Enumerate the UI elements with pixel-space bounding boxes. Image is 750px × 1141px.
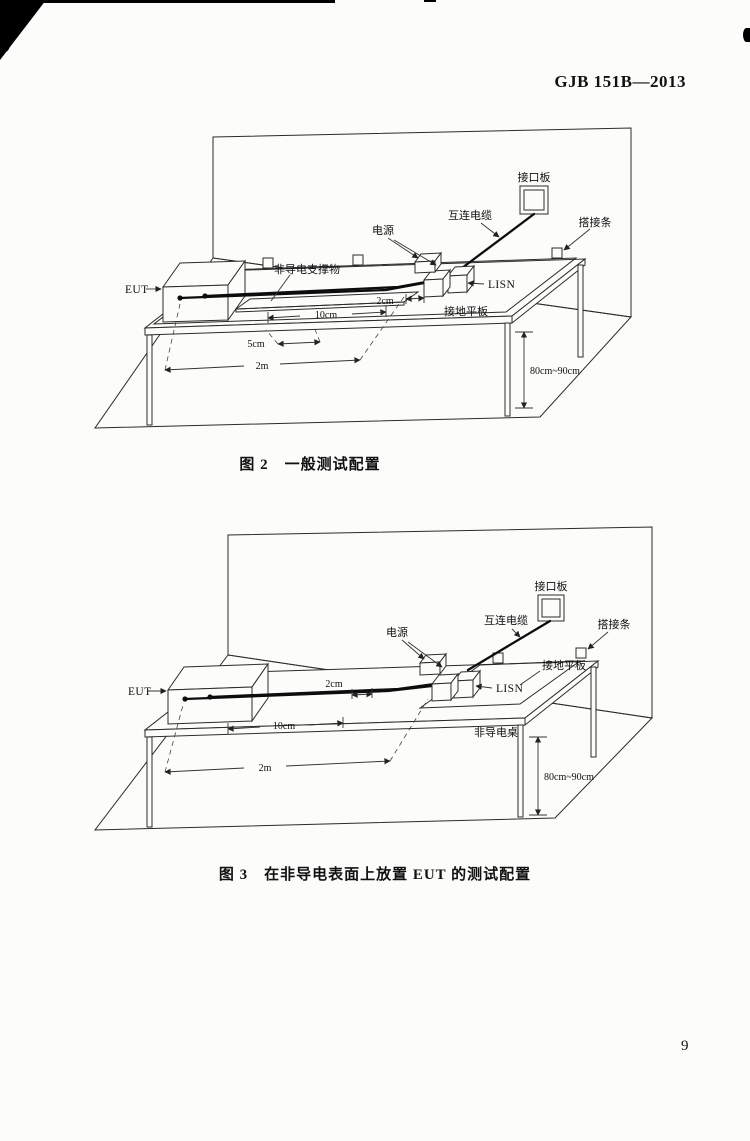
dim-2m: 2m bbox=[164, 698, 429, 775]
figure3-diagram: 2cm 10cm 2m 80cm~90cm EUT 电源 互连电缆 接口板 搭接… bbox=[93, 526, 654, 831]
non-conductive-support bbox=[234, 291, 420, 313]
dim-2cm: 2cm bbox=[376, 293, 425, 307]
dim-10cm-label: 10cm bbox=[315, 310, 337, 321]
power-leader bbox=[387, 237, 419, 259]
lisn-leader-arrow bbox=[467, 280, 485, 287]
interconnect-label: 互连电缆 bbox=[448, 209, 492, 222]
power-source-box bbox=[413, 251, 443, 274]
dim-2cm-label: 2cm bbox=[325, 679, 342, 690]
dim-height: 80cm~90cm bbox=[515, 331, 580, 409]
dim-height-label: 80cm~90cm bbox=[530, 366, 580, 377]
interface-board-label: 接口板 bbox=[518, 170, 551, 184]
lisn-label: LISN bbox=[496, 683, 523, 695]
dim-10cm: 10cm bbox=[267, 306, 387, 323]
page-number: 9 bbox=[681, 1038, 689, 1054]
dim-5cm: 5cm bbox=[247, 326, 321, 350]
scan-artifact-top-mark bbox=[424, 0, 436, 2]
lisn-leader-arrow bbox=[475, 683, 493, 690]
interface-board bbox=[537, 594, 565, 622]
power-label: 电源 bbox=[372, 223, 394, 237]
dim-2m-label: 2m bbox=[259, 763, 272, 774]
lisn-boxes bbox=[430, 669, 482, 702]
support-leader bbox=[270, 274, 291, 302]
dim-2cm: 2cm bbox=[325, 679, 373, 699]
interconnect-label: 互连电缆 bbox=[484, 614, 528, 627]
dim-5cm-label: 5cm bbox=[247, 339, 264, 350]
power-leader2 bbox=[393, 239, 437, 266]
support-label: 非导电支撑物 bbox=[274, 262, 340, 276]
bond-strap-leader bbox=[587, 631, 609, 650]
dim-2m-label: 2m bbox=[256, 361, 269, 372]
figure3-caption: 图 3 在非导电表面上放置 EUT 的测试配置 bbox=[218, 867, 532, 883]
eut-label: EUT bbox=[128, 686, 152, 698]
interface-board-label: 接口板 bbox=[535, 579, 568, 593]
dim-10cm: 10cm bbox=[227, 717, 344, 734]
standard-number: GJB 151B—2013 bbox=[554, 72, 686, 91]
dim-2cm-label: 2cm bbox=[376, 296, 393, 307]
interface-board bbox=[519, 185, 549, 215]
power-label: 电源 bbox=[386, 625, 408, 639]
interconnect-leader bbox=[511, 628, 521, 638]
figure2-caption: 图 2 一般测试配置 bbox=[239, 457, 381, 473]
ground-plane-label: 接地平板 bbox=[542, 658, 586, 672]
interconnect-cable-line bbox=[460, 212, 536, 270]
interconnect-cable-line bbox=[466, 619, 552, 672]
scan-artifact-top-bar bbox=[30, 0, 335, 3]
ground-plane-leader bbox=[519, 670, 541, 686]
scan-artifact-right-edge bbox=[743, 28, 750, 42]
bond-strap-label: 搭接条 bbox=[598, 617, 631, 631]
eut-label: EUT bbox=[125, 284, 149, 296]
eut-box bbox=[167, 662, 269, 725]
dim-height-label: 80cm~90cm bbox=[544, 772, 594, 783]
bond-strap-label: 搭接条 bbox=[579, 215, 612, 229]
bond-strap-leader bbox=[563, 228, 591, 251]
table-label: 非导电桌 bbox=[474, 726, 518, 739]
eut-box bbox=[162, 259, 246, 323]
dim-height: 80cm~90cm bbox=[529, 736, 594, 816]
ground-plane-label: 接地平板 bbox=[444, 304, 488, 318]
dim-2m: 2m bbox=[164, 293, 407, 373]
interconnect-leader bbox=[480, 222, 500, 238]
dim-10cm-label: 10cm bbox=[273, 721, 295, 732]
lisn-label: LISN bbox=[488, 279, 515, 291]
scan-artifact-left-edge bbox=[0, 24, 11, 52]
power-leader2 bbox=[407, 641, 443, 668]
bond-strap-tabs bbox=[262, 247, 563, 269]
power-leader bbox=[401, 639, 425, 660]
power-source-box bbox=[418, 652, 448, 676]
figure2-diagram: 2cm 10cm 5cm 2m 80cm~90cm bbox=[94, 127, 633, 429]
